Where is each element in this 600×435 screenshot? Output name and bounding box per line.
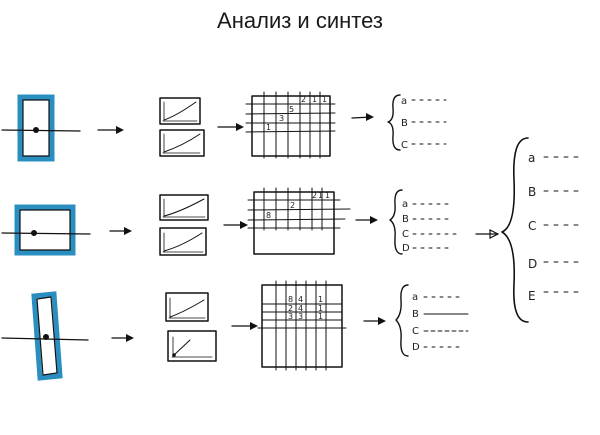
row-1-arrow-3 xyxy=(351,113,374,121)
synthesis-letter: C xyxy=(528,219,536,233)
row-2-object xyxy=(1,204,91,256)
synthesis-letter: D xyxy=(528,257,537,271)
row-3-num: 3 xyxy=(288,312,293,321)
row-1-arrow-1 xyxy=(97,126,124,134)
row-2-letter: D xyxy=(402,243,410,254)
row-2-num: 2 xyxy=(290,201,295,210)
row-2: 2 1 1 2 8 a B C D xyxy=(1,187,500,256)
row-2-charts xyxy=(159,194,209,256)
row-3-letter: C xyxy=(412,326,419,337)
row-3-num: 4 xyxy=(298,295,303,304)
row-3-num: 1 xyxy=(318,312,323,321)
row-1-letter: a xyxy=(401,96,407,107)
row-3-arrow-3 xyxy=(363,317,386,325)
row-2-letter: a xyxy=(402,199,408,210)
row-1-num: 2 xyxy=(301,95,306,104)
row-3-letter: D xyxy=(412,342,420,353)
row-3-table: 8 4 1 2 4 1 3 3 1 xyxy=(257,280,347,371)
synthesis-letter: a xyxy=(528,151,535,165)
row-3-arrow-2 xyxy=(231,322,258,330)
row-2-num: 8 xyxy=(266,211,271,220)
row-2-arrow-2 xyxy=(223,221,248,229)
synthesis-list: a B C D E xyxy=(501,137,579,323)
row-1-num: 1 xyxy=(322,95,327,104)
row-1-num: 1 xyxy=(266,123,271,132)
row-1-charts xyxy=(159,97,205,157)
row-2-num: 1 xyxy=(318,191,323,200)
row-1-arrow-2 xyxy=(217,123,244,131)
row-1-num: 3 xyxy=(279,114,284,123)
row-1-letter: C xyxy=(401,140,408,151)
row-1-num: 5 xyxy=(289,105,294,114)
row-3: 8 4 1 2 4 1 3 3 1 a B C D xyxy=(1,280,469,381)
row-3-arrow-1 xyxy=(111,334,134,342)
row-3-charts xyxy=(165,292,217,362)
row-3-num: 1 xyxy=(318,295,323,304)
row-2-arrow-3 xyxy=(355,216,378,224)
row-1-list: a B C xyxy=(387,94,447,151)
row-2-letter: B xyxy=(402,214,409,225)
row-2-num: 1 xyxy=(325,191,330,200)
row-1-num: 1 xyxy=(312,95,317,104)
row-3-letter: a xyxy=(412,292,418,303)
row-2-arrow-1 xyxy=(109,227,132,235)
synthesis-letter: E xyxy=(528,289,536,303)
page-title: Анализ и синтез xyxy=(217,8,383,33)
synthesis-letter: B xyxy=(528,185,536,199)
row-3-num: 2 xyxy=(288,304,293,313)
row-2-table: 2 1 1 2 8 xyxy=(247,187,351,255)
row-1: 2 1 1 3 5 1 a B C xyxy=(1,91,447,162)
row-1-letter: B xyxy=(401,118,408,129)
row-3-letter: B xyxy=(412,309,419,320)
row-3-num: 8 xyxy=(288,295,293,304)
row-2-letter: C xyxy=(402,229,409,240)
row-3-object xyxy=(1,291,89,381)
row-1-table: 2 1 1 3 5 1 xyxy=(245,91,336,159)
row-2-list: a B C D xyxy=(389,189,457,255)
row-3-num: 4 xyxy=(298,304,303,313)
row-2-num: 2 xyxy=(312,191,317,200)
row-3-num: 1 xyxy=(318,304,323,313)
row-1-object xyxy=(1,94,81,162)
synthesis-arrow xyxy=(475,229,500,239)
row-3-list: a B C D xyxy=(395,284,469,357)
row-3-num: 3 xyxy=(298,312,303,321)
